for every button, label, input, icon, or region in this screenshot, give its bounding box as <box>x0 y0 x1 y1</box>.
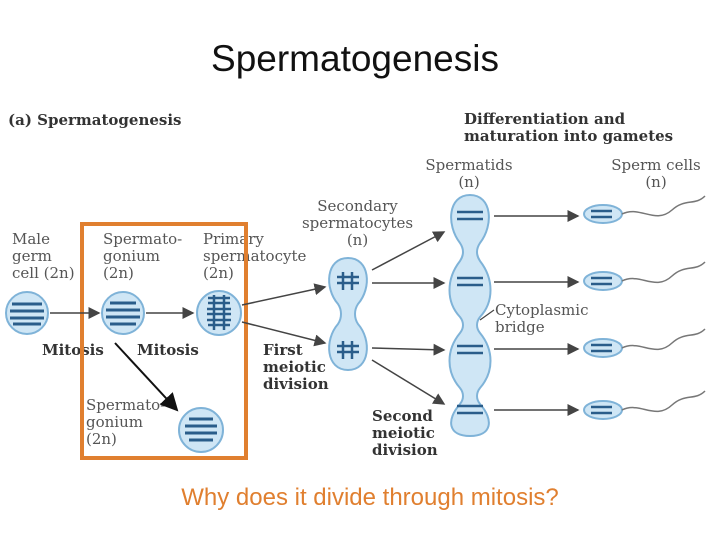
spermatogonium-top-cell <box>101 291 145 335</box>
sperm-cell-4 <box>583 390 706 420</box>
spermatogonium-bottom-label: Spermato- gonium (2n) <box>86 396 166 448</box>
second-meiotic-division-label: Second meiotic division <box>372 407 438 459</box>
highlight-box <box>80 222 248 460</box>
panel-label: (a) Spermatogenesis <box>8 111 182 129</box>
sperm-cell-3 <box>583 328 706 358</box>
spermatids-label: Spermatids (n) <box>425 156 513 191</box>
sperm-cell-2 <box>583 261 706 291</box>
sperm-cell-1 <box>583 195 706 224</box>
spermatids-chain <box>448 193 492 438</box>
arrow-primary-to-secondary-top <box>241 283 327 306</box>
differentiation-label: Differentiation and maturation into game… <box>464 110 674 145</box>
cytoplasmic-bridge-label: Cytoplasmic bridge <box>495 301 589 336</box>
black-arrow <box>114 342 179 412</box>
spermatogonium-top-label: Spermato- gonium (2n) <box>103 230 183 282</box>
mitosis-label-2: Mitosis <box>137 341 199 359</box>
first-meiotic-division-label: First meiotic division <box>263 341 329 393</box>
secondary-spermatocytes <box>328 256 368 372</box>
mitosis-label-1: Mitosis <box>42 341 104 359</box>
primary-spermatocyte-cell <box>196 290 242 336</box>
primary-spermatocyte-label: Primary spermatocyte (2n) <box>203 230 307 282</box>
male-germ-cell-label: Male germ cell (2n) <box>12 230 75 282</box>
sperm-cells-label: Sperm cells (n) <box>611 156 701 191</box>
page-title: Spermatogenesis <box>211 38 499 79</box>
secondary-spermatocytes-label: Secondary spermatocytes (n) <box>301 197 414 249</box>
male-germ-cell <box>5 291 49 335</box>
question-text: Why does it divide through mitosis? <box>181 484 559 511</box>
spermatogonium-bottom-cell <box>178 407 224 453</box>
arrow-primary-to-secondary-bottom <box>241 321 327 347</box>
